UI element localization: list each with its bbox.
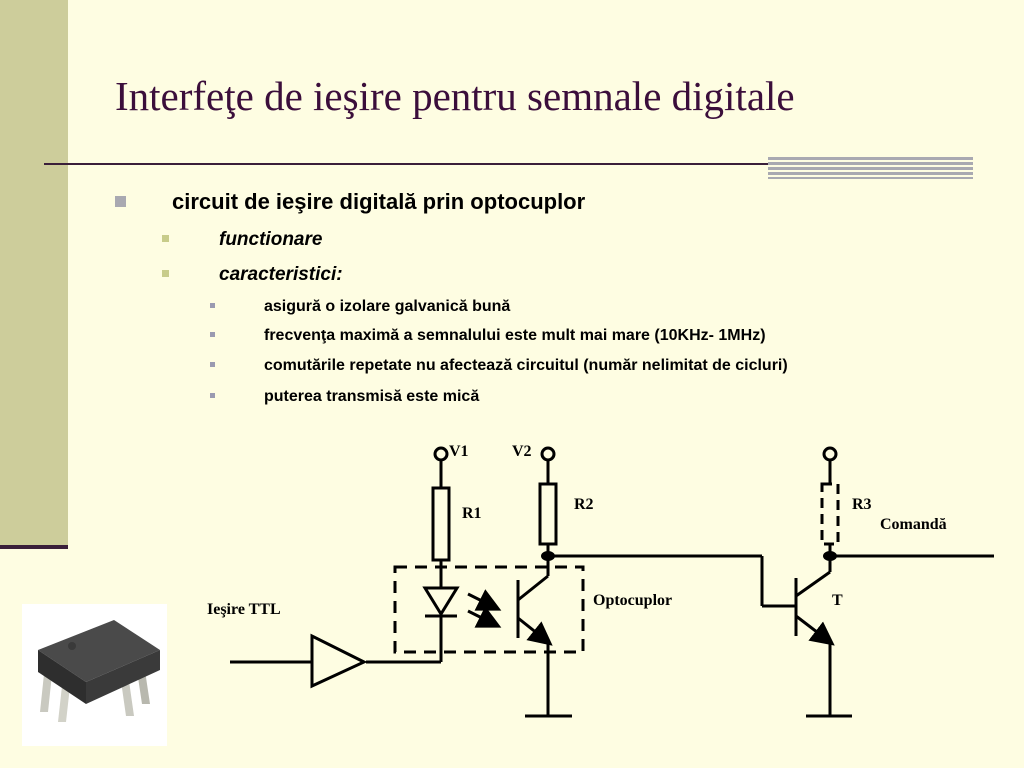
bullet-level3-item: comutările repetate nu afectează circuit… — [210, 357, 788, 375]
label-r3: R3 — [852, 496, 872, 513]
slide-title: Interfeţe de ieşire pentru semnale digit… — [115, 73, 795, 119]
label-v1: V1 — [449, 443, 469, 460]
label-iesire-ttl: Ieşire TTL — [207, 601, 281, 618]
v1-terminal — [433, 446, 449, 462]
bullet-marker — [115, 196, 126, 207]
bullet-level3-item: asigură o izolare galvanică bună — [210, 298, 510, 316]
label-v2: V2 — [512, 443, 532, 460]
junction-dot — [541, 551, 555, 561]
title-divider — [44, 163, 772, 165]
bullet-level1: circuit de ieşire digitală prin optocupl… — [115, 189, 585, 215]
bullet-marker — [162, 235, 169, 242]
label-r2: R2 — [574, 496, 594, 513]
junction-dot — [823, 551, 837, 561]
led-symbol — [422, 586, 460, 617]
bullet-marker — [162, 270, 169, 277]
label-transistor-t: T — [832, 592, 843, 609]
title-accent-bars — [768, 157, 973, 179]
bullet-level2-functionare: functionare — [162, 229, 322, 251]
label-optocuplor: Optocuplor — [593, 592, 672, 609]
label-comanda: Comandă — [880, 516, 947, 533]
r3-supply-terminal — [822, 446, 838, 462]
v2-terminal — [540, 446, 556, 462]
chip-icon — [38, 620, 160, 722]
optocoupler-box — [393, 565, 585, 654]
bullet-marker — [210, 393, 215, 398]
bullet-level3-item: frecvenţa maximă a semnalului este mult … — [210, 327, 766, 345]
optocoupler-chip-photo — [22, 604, 167, 746]
bullet-marker — [210, 362, 215, 367]
r3-resistor — [820, 482, 840, 546]
r2-resistor — [538, 482, 558, 546]
label-r1: R1 — [462, 505, 482, 522]
bullet-level2-caracteristici: caracteristici: — [162, 264, 343, 286]
r1-resistor — [431, 486, 451, 562]
bullet-marker — [210, 303, 215, 308]
bullet-level3-item: puterea transmisă este mică — [210, 388, 479, 406]
bullet-marker — [210, 332, 215, 337]
left-decor-band — [0, 0, 68, 545]
ttl-buffer-symbol — [310, 633, 368, 689]
left-band-divider — [0, 545, 68, 549]
